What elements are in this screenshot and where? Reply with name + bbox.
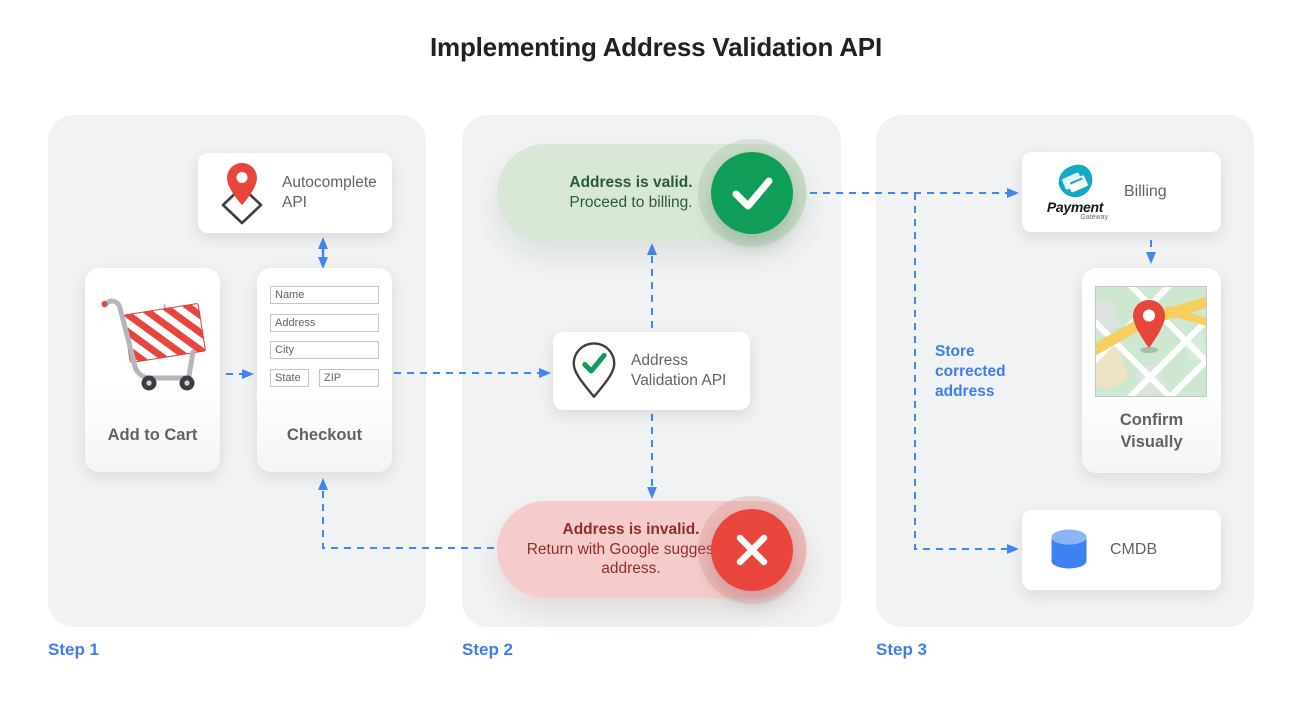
payment-gateway-logo: Payment Gateway — [1034, 163, 1116, 221]
address-valid-subtitle: Proceed to billing. — [569, 193, 693, 211]
address-valid-pill: Address is valid. Proceed to billing. — [497, 144, 807, 241]
step-1-label: Step 1 — [48, 640, 100, 659]
shopping-cart-icon — [101, 298, 206, 391]
valid-status-badge — [711, 151, 793, 234]
store-corrected-address-label: Store corrected address — [935, 343, 1006, 400]
address-valid-text: Address is valid. Proceed to billing. — [525, 144, 737, 241]
add-to-cart-label: Add to Cart — [107, 425, 198, 444]
page-title: Implementing Address Validation API — [430, 32, 882, 62]
address-invalid-subtitle: Return with Google suggested address. — [526, 540, 736, 578]
step-2-label: Step 2 — [462, 640, 514, 659]
confirm-visually-node: Confirm Visually — [1082, 268, 1222, 473]
map-pin-check-icon — [572, 342, 616, 398]
address-invalid-pill: Address is invalid. Return with Google s… — [497, 501, 807, 598]
address-field: Address — [270, 313, 379, 332]
payment-gateway-icon — [1058, 164, 1093, 198]
invalid-status-badge — [711, 508, 793, 591]
address-invalid-title: Address is invalid. — [562, 520, 700, 538]
billing-node: Payment Gateway Billing — [1022, 152, 1221, 232]
address-valid-title: Address is valid. — [569, 173, 693, 191]
checkout-label: Checkout — [286, 425, 363, 444]
checkout-node: Name Address City State ZIP Checkout — [257, 268, 392, 472]
address-validation-api-label: Address Validation API — [631, 351, 727, 389]
autocomplete-api-node: Autocomplete API — [198, 153, 392, 233]
confirm-visually-label: Confirm Visually — [1119, 411, 1184, 451]
map-pin-diamond-icon — [221, 163, 263, 225]
name-field: Name — [270, 286, 379, 304]
check-icon — [732, 177, 773, 209]
add-to-cart-node: Add to Cart — [85, 268, 220, 472]
address-invalid-text: Address is invalid. Return with Google s… — [525, 501, 737, 598]
checkout-form: Name Address City State ZIP — [270, 286, 379, 396]
city-field: City — [270, 341, 379, 359]
payment-logo-subtitle: Gateway — [1080, 214, 1108, 221]
address-validation-api-node: Address Validation API — [553, 332, 750, 410]
autocomplete-api-label: Autocomplete API — [282, 173, 377, 211]
zip-field: ZIP — [319, 368, 379, 387]
step-3-label: Step 3 — [876, 640, 928, 659]
cmdb-label: CMDB — [1110, 540, 1158, 558]
map-image — [1086, 277, 1222, 409]
database-icon — [1051, 529, 1087, 569]
payment-logo-title: Payment — [1046, 199, 1104, 215]
x-icon — [736, 534, 768, 565]
state-field: State — [270, 368, 309, 387]
billing-label: Billing — [1124, 182, 1167, 200]
map-thumbnail — [1086, 277, 1222, 409]
cmdb-node: CMDB — [1022, 510, 1221, 590]
